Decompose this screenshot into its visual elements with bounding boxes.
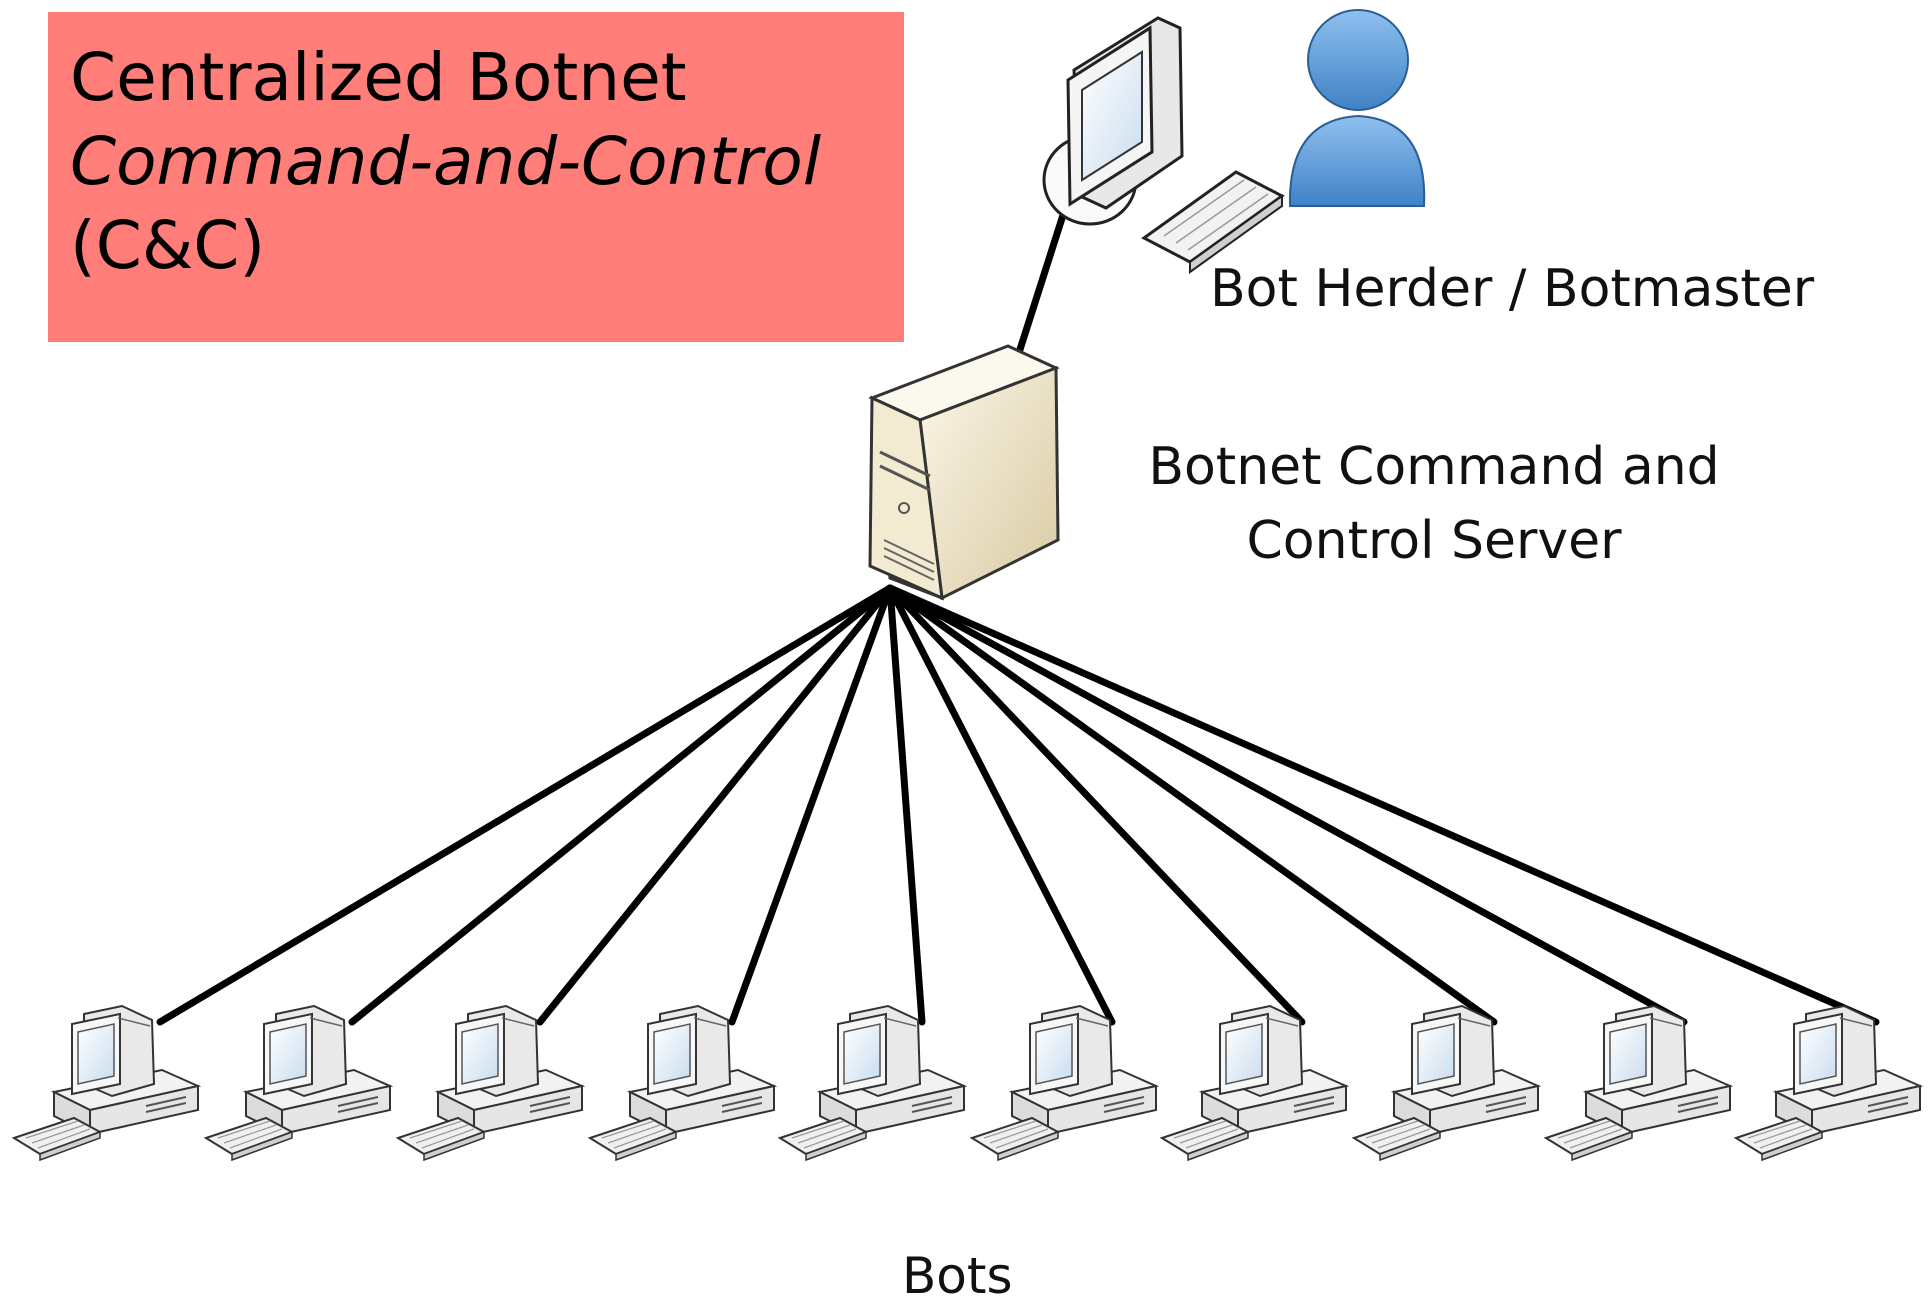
title-line-1: Centralized Botnet xyxy=(70,39,687,116)
bot-computer-icon xyxy=(779,1005,965,1161)
bot-computer-icon xyxy=(1735,1005,1921,1161)
bots-label: Bots xyxy=(902,1247,1013,1305)
bot-computer-icon xyxy=(13,1005,199,1161)
server-icon xyxy=(868,344,1060,601)
herder-workstation xyxy=(1042,9,1426,274)
bot-computer-icon xyxy=(397,1005,583,1161)
person-icon xyxy=(1288,9,1426,207)
bots-group xyxy=(13,1005,1921,1161)
bot-computer-icon xyxy=(205,1005,391,1161)
server-label: Botnet Command and Control Server xyxy=(1134,430,1734,578)
title-box: Centralized Botnet Command-and-Control (… xyxy=(48,12,904,342)
keyboard-icon xyxy=(1141,170,1285,274)
bot-computer-icon xyxy=(1545,1005,1731,1161)
herder-label: Bot Herder / Botmaster xyxy=(1210,259,1815,319)
server-label-line-1: Botnet Command and xyxy=(1148,437,1720,497)
connection-lines xyxy=(156,208,1880,1026)
monitor-icon xyxy=(1042,16,1184,226)
title-line-2: Command-and-Control xyxy=(70,123,822,200)
bot-computer-icon xyxy=(589,1005,775,1161)
title-line-3: (C&C) xyxy=(70,207,266,284)
bot-computer-icon xyxy=(1353,1005,1539,1161)
bot-computer-icon xyxy=(971,1005,1157,1161)
server-label-line-2: Control Server xyxy=(1246,511,1622,571)
bot-computer-icon xyxy=(1161,1005,1347,1161)
